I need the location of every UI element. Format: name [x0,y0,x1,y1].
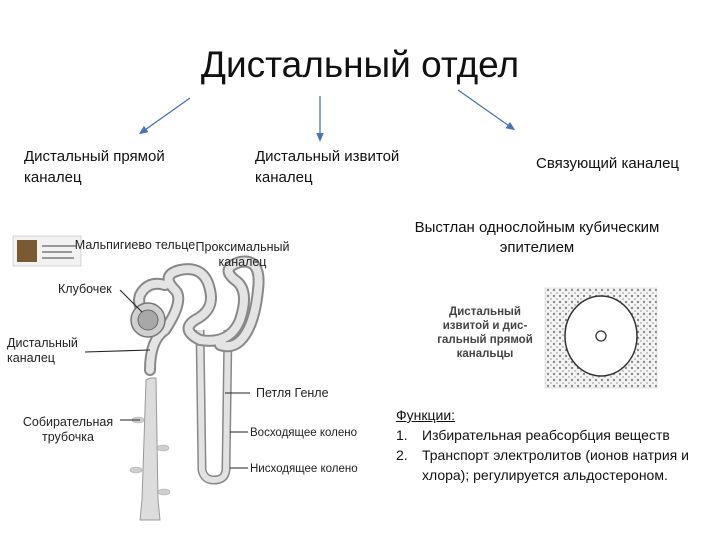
collecting-duct [139,377,161,521]
function-number: 1. [396,427,408,443]
functions-list: 1. Избирательная реабсорбция веществ 2. … [396,425,716,485]
label-malpighian: Мальпигиево тельце [74,238,196,252]
label-descending: Нисходящее колено [250,463,358,475]
label-distal: Дистальный каналец [7,336,78,365]
branch-distal-convoluted: Дистальный извитой каналец [255,148,400,186]
functions-heading: Функции: [396,407,456,423]
function-item: 2. Транспорт электролитов (ионов натрия … [396,445,716,485]
source-logo [12,235,82,267]
functions-block: Функции: 1. Избирательная реабсорбция ве… [396,405,716,485]
pointer-glomerulus [119,289,143,313]
arrow-left [138,97,191,135]
branch-distal-straight: Дистальный прямой каналец [24,148,165,186]
cell-caption: Дистальный извитой и дис-гальный прямой … [437,306,533,360]
function-text: Избирательная реабсорбция веществ [422,427,670,443]
label-proximal: Проксимальный каналец [195,240,290,269]
pointer-distal [84,349,151,353]
label-henle: Петля Генле [256,386,329,400]
label-ascending: Восходящее колено [250,427,357,439]
label-glomerulus: Клубочек [58,282,112,296]
function-number: 2. [396,447,408,463]
function-text: Транспорт электролитов (ионов натрия и х… [422,447,689,483]
epithelium-description: Выстлан однослойным кубическим эпителием [414,219,660,256]
function-item: 1. Избирательная реабсорбция веществ [396,425,716,445]
branch-connecting: Связующий каналец [536,155,680,172]
arrow-right [457,89,516,131]
page-title: Дистальный отдел [200,44,520,85]
label-collecting: Собирательная трубочка [22,415,114,444]
